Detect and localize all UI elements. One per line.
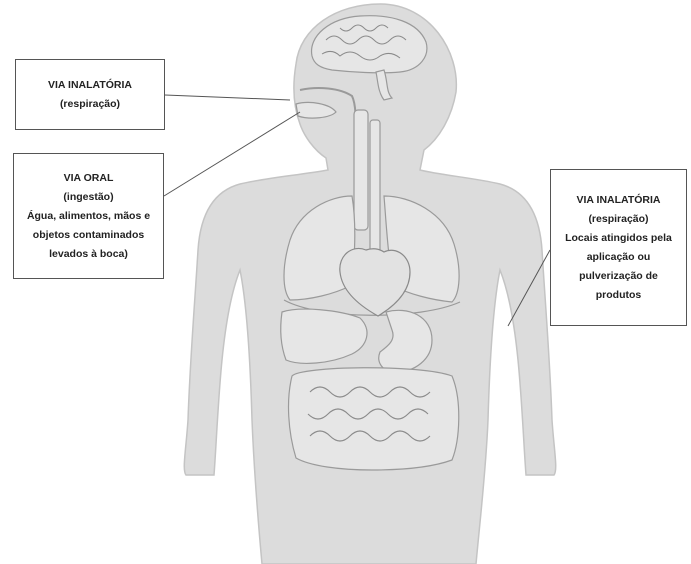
callout-3-line-3: Locais atingidos pela	[565, 229, 672, 248]
callout-2-line-4: objetos contaminados	[33, 226, 144, 245]
callout-2-line-1: VIA ORAL	[64, 169, 114, 188]
callout-3-line-2: (respiração)	[588, 210, 648, 229]
callout-2-line-5: levados à boca)	[49, 245, 128, 264]
callout-oral-ingestion: VIA ORAL (ingestão) Água, alimentos, mão…	[13, 153, 164, 279]
trachea	[354, 110, 368, 230]
callout-3-line-6: produtos	[596, 286, 642, 305]
large-intestine	[289, 368, 459, 470]
callout-1-line-1: VIA INALATÓRIA	[48, 76, 132, 95]
callout-1-line-2: (respiração)	[60, 95, 120, 114]
intestines	[289, 368, 459, 470]
callout-inhalation-application: VIA INALATÓRIA (respiração) Locais ating…	[550, 169, 687, 326]
callout-inhalation-breathing: VIA INALATÓRIA (respiração)	[15, 59, 165, 130]
callout-3-line-4: aplicação ou	[587, 248, 651, 267]
callout-2-line-2: (ingestão)	[63, 188, 113, 207]
callout-3-line-5: pulverização de	[579, 267, 658, 286]
callout-3-line-1: VIA INALATÓRIA	[577, 191, 661, 210]
callout-2-line-3: Água, alimentos, mãos e	[27, 207, 150, 226]
leader-line-inhalation-mouth	[165, 95, 290, 100]
